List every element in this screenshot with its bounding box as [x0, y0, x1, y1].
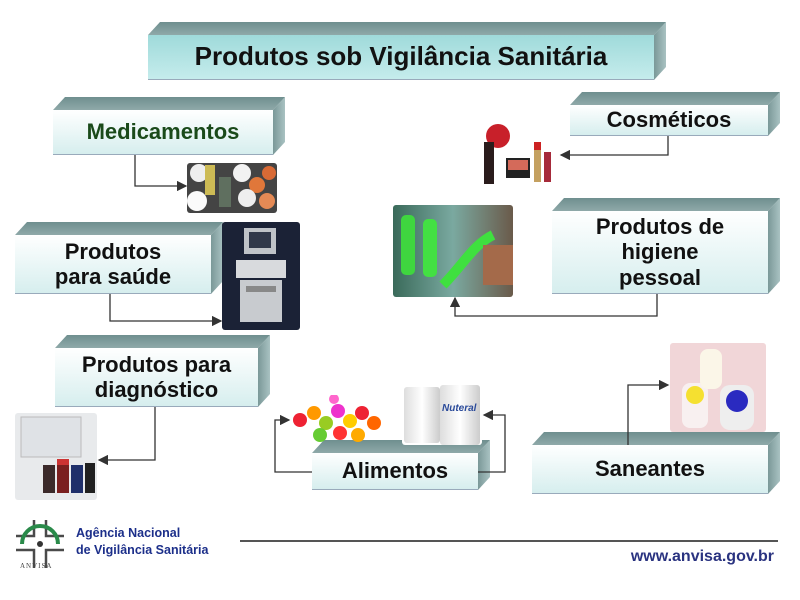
nutrition-can-label: Nuteral: [442, 403, 477, 414]
website-url[interactable]: www.anvisa.gov.br: [630, 548, 774, 565]
arrow-higiene: [449, 294, 658, 317]
ultrasound-machine-image: [222, 222, 300, 330]
cleaning-bottles-image: [670, 343, 766, 432]
arrow-saneantes: [627, 379, 670, 445]
label-alimentos: Alimentos: [312, 453, 478, 490]
cosmetics-image: [478, 118, 560, 190]
arrow-medicamentos: [134, 155, 188, 192]
box-diagnostico: Produtos para diagnóstico: [55, 335, 270, 407]
agency-line1: Agência Nacional: [76, 526, 181, 540]
label-higiene: Produtos de higiene pessoal: [552, 211, 768, 294]
label-saude: Produtos para saúde: [15, 235, 211, 294]
label-saneantes: Saneantes: [532, 445, 768, 494]
label-medicamentos: Medicamentos: [53, 110, 273, 155]
candies-image: [290, 395, 390, 450]
anvisa-logo: ANVISA: [12, 516, 68, 572]
label-cosmeticos: Cosméticos: [570, 105, 768, 136]
box-medicamentos: Medicamentos: [53, 97, 285, 155]
arrow-alimentos-right: [478, 409, 506, 473]
page-title: Produtos sob Vigilância Sanitária: [148, 35, 654, 80]
agency-name: Agência Nacional de Vigilância Sanitária: [76, 525, 208, 559]
agency-line2: de Vigilância Sanitária: [76, 543, 209, 557]
arrow-alimentos-left: [274, 414, 312, 473]
arrow-saude: [109, 294, 223, 327]
title-box: Produtos sob Vigilância Sanitária: [148, 22, 666, 80]
hygiene-products-image: [393, 205, 513, 297]
label-diagnostico: Produtos para diagnóstico: [55, 348, 258, 407]
pills-image: [187, 163, 277, 213]
nutrition-cans-image: Nuteral: [402, 385, 482, 445]
arrow-cosmeticos: [559, 136, 669, 161]
box-saude: Produtos para saúde: [15, 222, 223, 294]
logo-text: ANVISA: [20, 562, 53, 570]
diagnostic-kit-image: [15, 413, 97, 500]
arrow-diagnostico: [97, 407, 156, 466]
box-cosmeticos: Cosméticos: [570, 92, 780, 136]
box-higiene: Produtos de higiene pessoal: [552, 198, 780, 294]
box-alimentos: Alimentos: [312, 440, 490, 490]
box-saneantes: Saneantes: [532, 432, 780, 494]
